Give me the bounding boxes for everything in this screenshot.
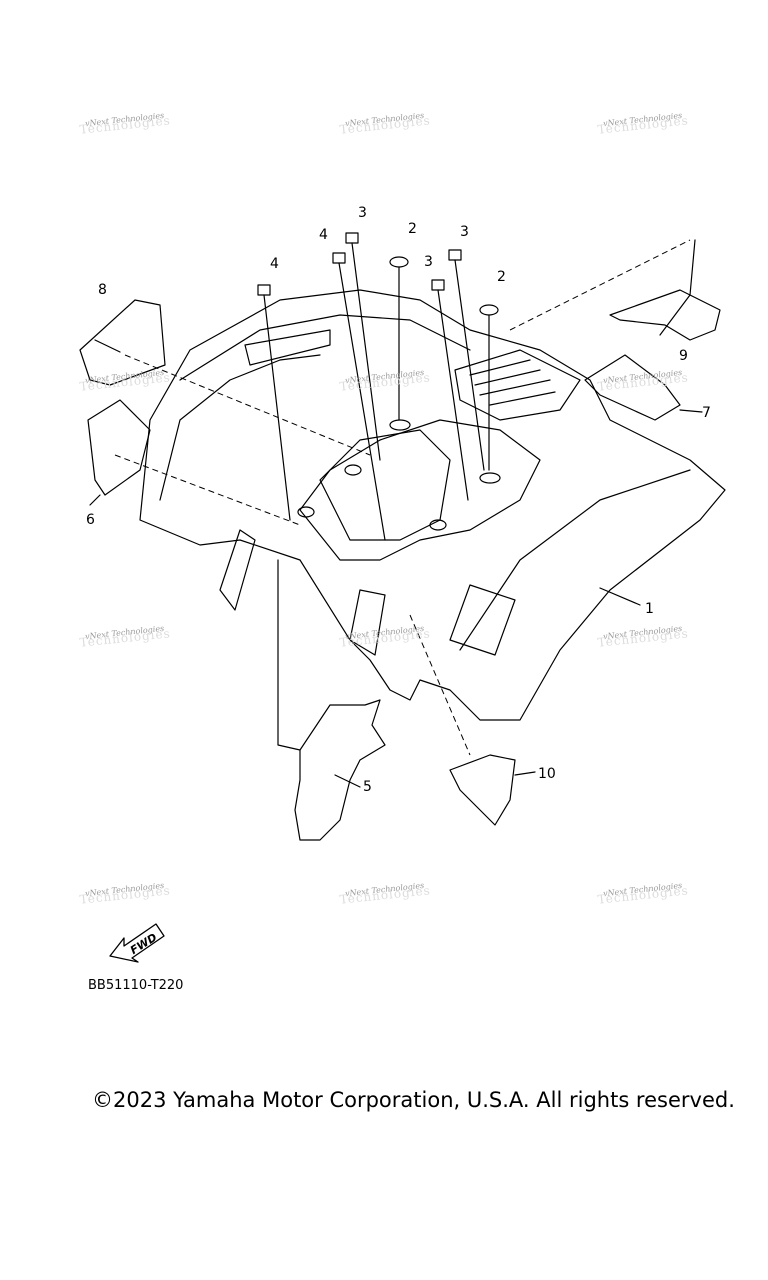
right-bracket-left [219,529,256,611]
callout-4[interactable]: 4 [319,227,328,243]
part-10-flap [449,754,516,826]
rear-fender-outline [139,289,726,721]
callout-8[interactable]: 8 [98,282,107,298]
well-grommet-2 [479,472,501,484]
dashed-ref-6 [114,454,301,526]
dashed-ref-9 [509,239,691,331]
callout-9[interactable]: 9 [679,348,688,364]
part-6-flap [87,399,151,496]
leader-lines [89,239,703,788]
callout-6[interactable]: 6 [86,512,95,528]
well-grommet-1 [389,419,411,431]
callout-2[interactable]: 2 [497,269,506,285]
part-7-cover [584,354,681,421]
rack-grille-slats [469,359,556,406]
well-hole-3 [429,519,447,531]
part-5-mudflap [294,699,386,841]
callout-3[interactable]: 3 [424,254,433,270]
fender-center-box [319,429,451,541]
callout-3[interactable]: 3 [460,224,469,240]
callout-4[interactable]: 4 [270,256,279,272]
grommets [389,256,499,316]
part-9-cover [609,289,721,341]
dashed-ref-10 [409,614,471,756]
dashed-ref-8 [124,354,371,456]
fender-left-panel [159,354,321,501]
rear-rack-grille [454,349,581,421]
fwd-arrow-icon: FWD [109,923,165,963]
diagram-code: BB51110-T220 [88,978,184,993]
right-bracket-right [349,589,386,656]
license-plate-recess [449,584,516,656]
well-hole-2 [297,506,315,518]
callout-1[interactable]: 1 [645,601,654,617]
copyright-notice: ©2023 Yamaha Motor Corporation, U.S.A. A… [92,1088,735,1112]
left-handle [244,329,331,366]
fender-inner-well [299,419,541,561]
fender-right-panel [459,469,691,651]
callout-5[interactable]: 5 [363,779,372,795]
callout-3[interactable]: 3 [358,205,367,221]
callout-10[interactable]: 10 [538,766,556,782]
callout-7[interactable]: 7 [702,405,711,421]
well-hole-1 [344,464,362,476]
bolts [257,232,462,296]
fender-top-rim [179,314,471,381]
callout-2[interactable]: 2 [408,221,417,237]
part-8-flap [79,299,166,386]
